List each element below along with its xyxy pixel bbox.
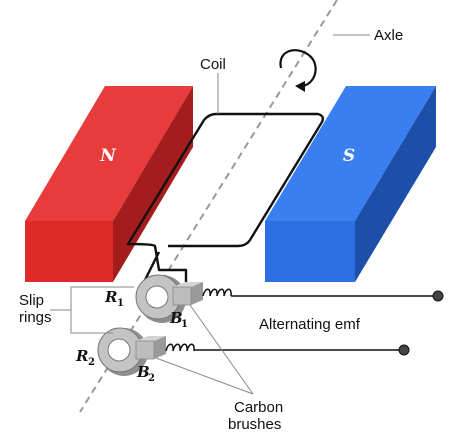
north-magnet-top <box>25 86 193 221</box>
slip-rings-bracket <box>70 286 134 334</box>
spring-2 <box>165 343 195 352</box>
north-magnet: N <box>25 86 193 282</box>
south-magnet-front <box>265 221 355 282</box>
output-terminal-1 <box>432 290 444 302</box>
coil-label: Coil <box>200 56 226 73</box>
slip-ring-2 <box>97 327 148 376</box>
carbon-brush-leader-2 <box>155 357 254 395</box>
carbon-brushes-label-line1: Carbon <box>234 399 283 416</box>
south-magnet: S <box>265 86 436 282</box>
south-magnet-side <box>355 86 436 282</box>
brush2-symbol: B <box>136 363 150 381</box>
ring1-symbol: R <box>104 288 117 306</box>
leader-lines <box>50 34 370 395</box>
ring2-subscript: 2 <box>88 357 95 368</box>
coil-loop <box>126 112 325 284</box>
ring1-subscript: 1 <box>117 298 124 309</box>
carbon-brushes-label-line2: brushes <box>228 416 281 433</box>
rotation-arrow-icon <box>279 49 317 92</box>
brush1-symbol: B <box>169 309 183 327</box>
south-magnet-top <box>265 86 436 221</box>
spring-1 <box>202 288 232 297</box>
carbon-brush-2 <box>135 336 166 360</box>
north-pole-label: N <box>99 146 117 166</box>
slip-rings-label-line1: Slip <box>19 292 44 309</box>
brush2-subscript: 2 <box>148 373 155 384</box>
north-magnet-side <box>113 86 193 282</box>
carbon-brush-leader-1 <box>189 304 254 395</box>
output-terminal-2 <box>398 344 410 356</box>
slip-rings-label-line2: rings <box>19 309 52 326</box>
axle-line <box>79 0 338 413</box>
brush1-subscript: 1 <box>181 319 188 330</box>
emf-label: Alternating emf <box>259 316 361 333</box>
south-pole-label: S <box>343 146 355 166</box>
carbon-brush-1 <box>172 282 203 306</box>
ring2-symbol: R <box>75 347 88 365</box>
axle-label: Axle <box>374 27 403 44</box>
north-magnet-front <box>25 221 113 282</box>
